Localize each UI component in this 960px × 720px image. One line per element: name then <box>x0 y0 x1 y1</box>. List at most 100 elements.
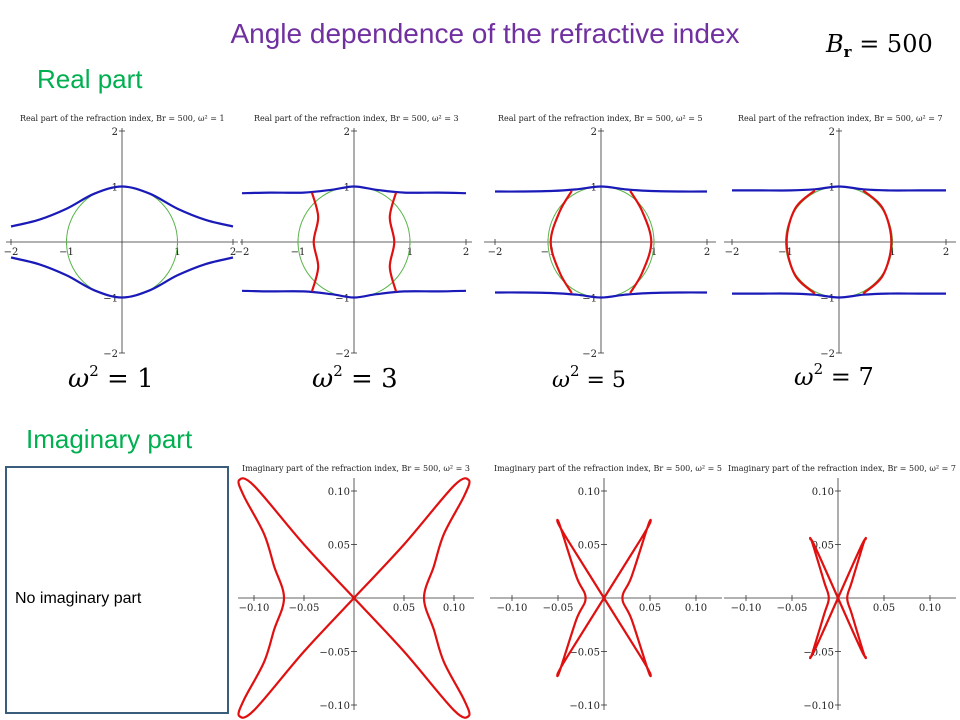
omega-equals: = 1 <box>107 364 154 394</box>
plot-title: Imaginary part of the refraction index, … <box>494 464 722 473</box>
x-tick-label: −0.05 <box>289 603 320 614</box>
plot-title: Imaginary part of the refraction index, … <box>242 464 470 473</box>
series-line <box>549 190 573 294</box>
x-tick-label: 2 <box>704 247 710 258</box>
slide-title: Angle dependence of the refractive index <box>230 18 740 49</box>
x-tick-label: −0.10 <box>497 603 528 614</box>
br-subscript: r <box>843 43 852 61</box>
x-tick-label: 1 <box>407 247 413 258</box>
y-tick-label: 0.10 <box>328 487 350 498</box>
imag-plot-w5: Imaginary part of the refraction index, … <box>488 464 724 716</box>
x-tick-label: 1 <box>889 247 895 258</box>
x-tick-label: −1 <box>291 247 306 258</box>
omega-symbol: ω <box>794 363 814 391</box>
omega-symbol: ω <box>68 364 90 394</box>
plot-title: Real part of the refraction index, Br = … <box>20 114 225 123</box>
series-line <box>836 536 867 660</box>
series-line <box>353 477 471 719</box>
plot-title: Real part of the refraction index, Br = … <box>254 114 459 123</box>
imag-plot-w7: Imaginary part of the refraction index, … <box>722 464 958 716</box>
series-line <box>237 477 355 719</box>
y-tick-label: −1 <box>582 294 597 305</box>
x-tick-label: −1 <box>59 247 74 258</box>
no-imaginary-text: No imaginary part <box>15 590 142 607</box>
x-tick-label: −1 <box>541 247 556 258</box>
omega-label-3: ω2 = 3 <box>312 362 398 394</box>
y-tick-label: −2 <box>820 349 835 360</box>
imaginary-part-heading: Imaginary part <box>26 424 193 454</box>
omega-equals: = 3 <box>351 364 398 394</box>
x-tick-label: 0.05 <box>873 603 895 614</box>
y-tick-label: −2 <box>582 349 597 360</box>
series-line <box>241 289 467 299</box>
br-value-label: Br = 500 <box>826 30 933 61</box>
y-tick-label: −1 <box>820 294 835 305</box>
x-tick-label: −2 <box>4 247 19 258</box>
x-tick-label: 0.10 <box>443 603 465 614</box>
series-line <box>732 185 946 192</box>
y-tick-label: −1 <box>335 294 350 305</box>
series-line <box>603 518 652 678</box>
plot-title: Real part of the refraction index, Br = … <box>738 114 943 123</box>
br-symbol: B <box>826 30 844 58</box>
y-tick-label: 0.05 <box>812 541 834 552</box>
omega-label-1: ω2 = 1 <box>68 362 154 394</box>
y-tick-label: 0.05 <box>578 541 600 552</box>
y-tick-label: 2 <box>344 127 350 138</box>
series-line <box>732 292 946 299</box>
series-line <box>785 189 816 295</box>
series-line <box>10 256 234 299</box>
y-tick-label: 0.05 <box>328 541 350 552</box>
series-line <box>10 185 234 228</box>
omega-superscript: 2 <box>569 362 580 380</box>
x-tick-label: −0.10 <box>239 603 270 614</box>
x-tick-label: 1 <box>651 247 657 258</box>
x-tick-label: −2 <box>725 247 740 258</box>
y-tick-label: 2 <box>112 127 118 138</box>
x-tick-label: 0.10 <box>685 603 707 614</box>
series-line <box>556 518 605 678</box>
x-tick-label: 2 <box>230 247 236 258</box>
omega-label-5: ω2 = 5 <box>552 362 626 393</box>
x-tick-label: −0.10 <box>731 603 762 614</box>
series-line <box>494 185 708 193</box>
imag-plot-w3: Imaginary part of the refraction index, … <box>236 464 476 719</box>
y-tick-label: −1 <box>103 294 118 305</box>
omega-superscript: 2 <box>89 362 99 380</box>
x-tick-label: 1 <box>174 247 180 258</box>
x-tick-label: 0.05 <box>639 603 661 614</box>
br-equals: = 500 <box>859 30 933 58</box>
real-plot-w3: Real part of the refraction index, Br = … <box>235 114 474 360</box>
omega-label-7: ω2 = 7 <box>794 360 874 391</box>
x-tick-label: −0.05 <box>543 603 574 614</box>
x-tick-label: −0.05 <box>777 603 808 614</box>
y-tick-label: −2 <box>335 349 350 360</box>
x-tick-label: 2 <box>943 247 949 258</box>
no-imaginary-box: No imaginary part <box>5 466 229 714</box>
omega-superscript: 2 <box>333 362 343 380</box>
plot-title: Imaginary part of the refraction index, … <box>728 464 956 473</box>
real-plot-w1: Real part of the refraction index, Br = … <box>4 114 240 360</box>
y-tick-label: −0.05 <box>803 648 834 659</box>
x-tick-label: −2 <box>488 247 503 258</box>
omega-superscript: 2 <box>813 360 824 378</box>
real-plot-w5: Real part of the refraction index, Br = … <box>482 114 718 360</box>
x-tick-label: −1 <box>778 247 793 258</box>
y-tick-label: −0.10 <box>803 701 834 712</box>
y-tick-label: −0.05 <box>319 648 350 659</box>
series-line <box>310 192 320 292</box>
y-tick-label: 0.10 <box>812 487 834 498</box>
x-tick-label: −2 <box>235 247 250 258</box>
series-line <box>241 185 467 195</box>
real-part-heading: Real part <box>37 64 143 94</box>
y-tick-label: −2 <box>103 349 118 360</box>
series-line <box>494 291 708 299</box>
y-tick-label: 0.10 <box>578 487 600 498</box>
